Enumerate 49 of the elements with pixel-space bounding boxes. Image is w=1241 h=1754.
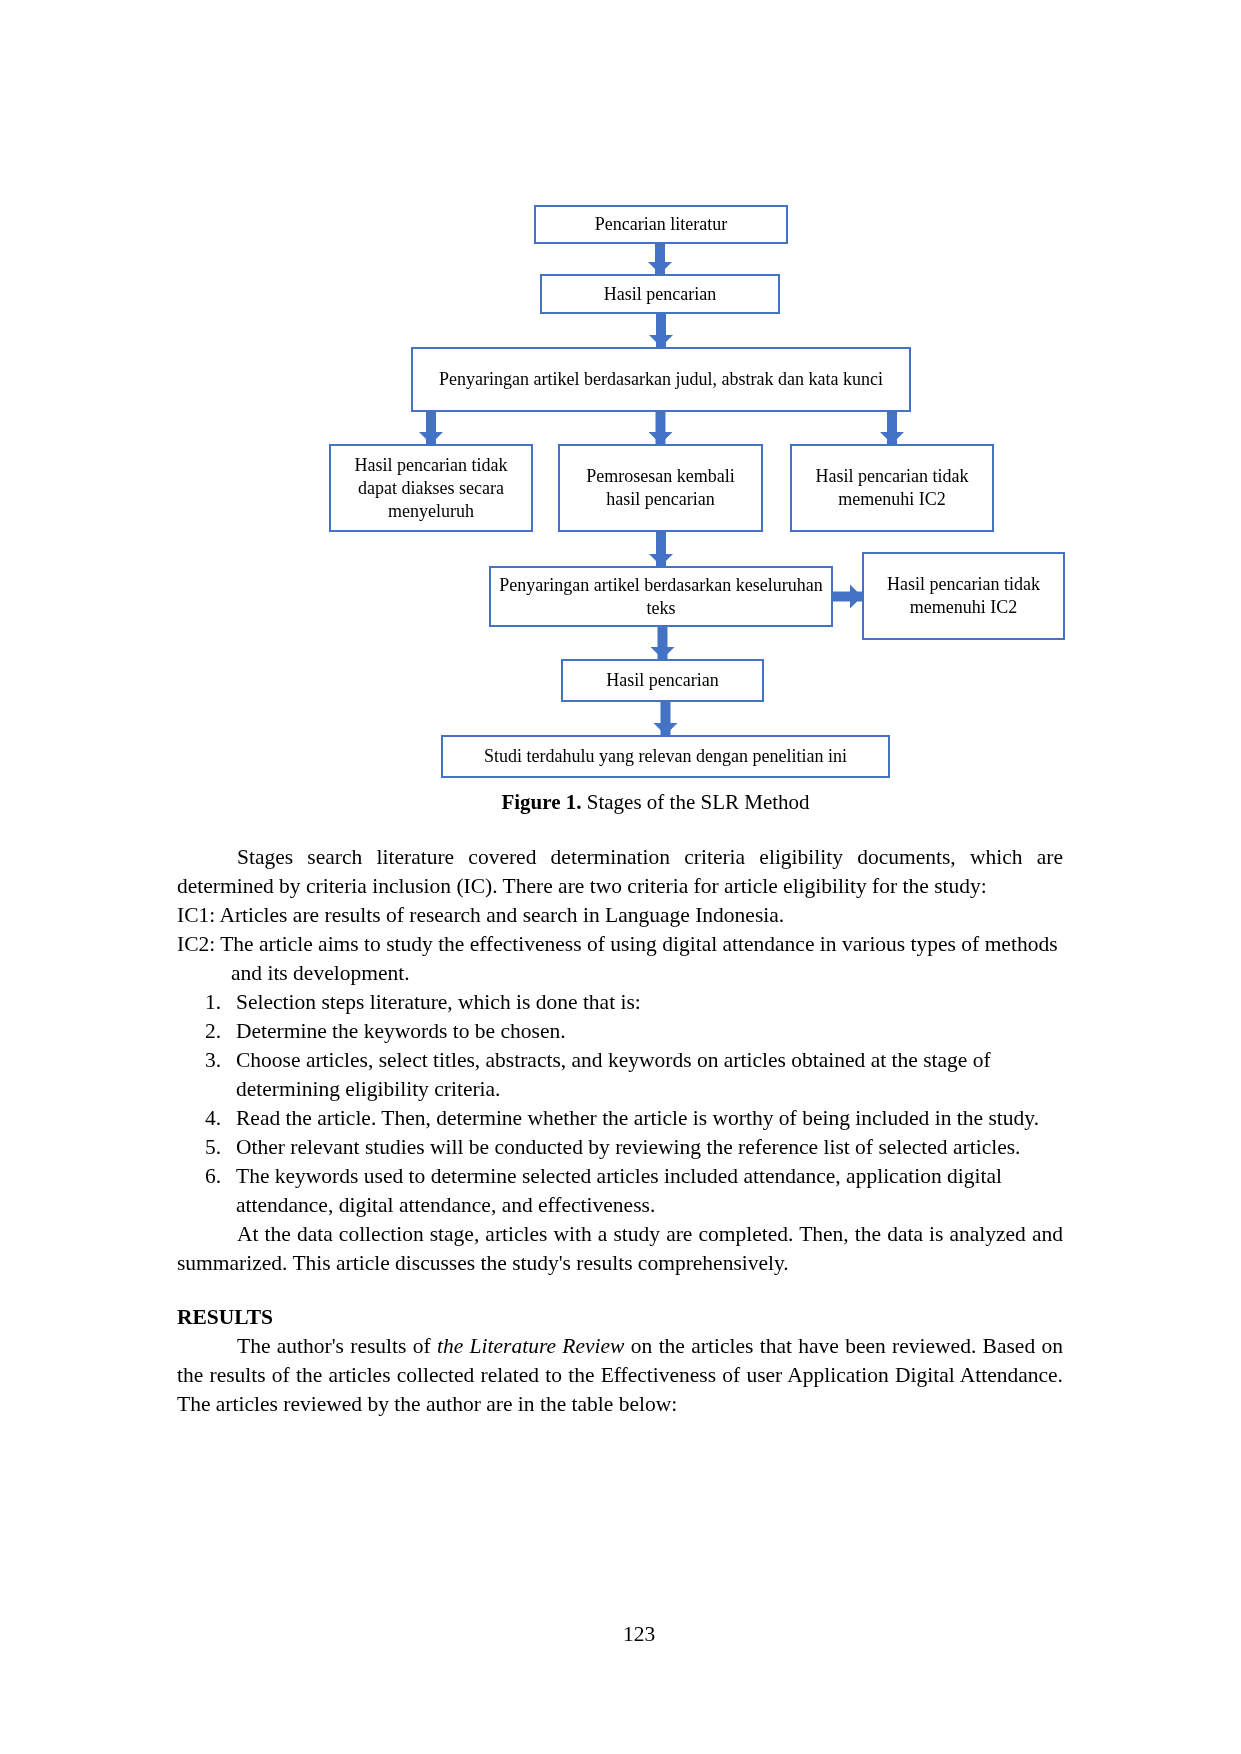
box-label: Hasil pencarian tidak memenuhi IC2 bbox=[814, 465, 970, 511]
list-item-text: Selection steps literature, which is done that is: bbox=[236, 989, 641, 1016]
list-item-text: The keywords used to determine selected articles included attendance, application digital attendance, digital attendance, and effectiveness. bbox=[236, 1163, 1003, 1219]
list-number: 3. bbox=[205, 1047, 223, 1074]
list-number: 4. bbox=[205, 1105, 223, 1132]
box-label: Pemrosesan kembali hasil pencarian bbox=[585, 465, 736, 511]
process-box bbox=[790, 444, 994, 532]
process-box bbox=[489, 566, 833, 627]
process-box bbox=[329, 444, 533, 532]
process-box bbox=[441, 735, 890, 778]
process-box bbox=[540, 274, 780, 314]
list-number: 5. bbox=[205, 1134, 223, 1161]
process-box bbox=[561, 659, 764, 702]
block-arrow bbox=[649, 314, 673, 347]
list-item-text: Choose articles, select titles, abstracts, and keywords on articles obtained at the stage of determining eligibility criteria. bbox=[236, 1047, 992, 1103]
list-item-text: Other relevant studies will be conducted by reviewing the reference list of selected articles. bbox=[236, 1134, 1021, 1161]
page-number: 123 bbox=[622, 1622, 656, 1646]
list-number: 1. bbox=[205, 989, 223, 1016]
criterion-text: IC2: The article aims to study the effectiveness of using digital attendance in various types of methods and its development. bbox=[177, 931, 1059, 987]
block-arrow bbox=[833, 584, 862, 609]
list-number: 2. bbox=[205, 1018, 223, 1045]
box-label: Hasil pencarian bbox=[603, 282, 717, 306]
list-item-text: Read the article. Then, determine whether the article is worthy of being included in the study. bbox=[236, 1105, 1039, 1132]
block-arrow bbox=[650, 627, 675, 659]
block-arrow bbox=[880, 412, 904, 444]
box-label: Hasil pencarian tidak memenuhi IC2 bbox=[886, 573, 1041, 619]
box-label: Penyaringan artikel berdasarkan judul, abstrak dan kata kunci bbox=[439, 368, 883, 391]
block-arrow bbox=[648, 412, 673, 444]
process-box bbox=[558, 444, 763, 532]
block-arrow bbox=[653, 702, 678, 735]
box-label: Hasil pencarian bbox=[606, 669, 719, 692]
paragraph: At the data collection stage, articles with a study are completed. Then, the data is analyzed and summarized. This article discusses the study's results comprehensively. bbox=[177, 1221, 1063, 1277]
process-box bbox=[534, 205, 788, 244]
process-box bbox=[862, 552, 1065, 640]
block-arrow bbox=[648, 244, 672, 274]
process-box bbox=[411, 347, 911, 412]
box-label: Studi terdahulu yang relevan dengan penelitian ini bbox=[484, 745, 847, 768]
criterion-text: IC1: Articles are results of research and search in Language Indonesia. bbox=[177, 902, 786, 929]
paragraph: The author's results of the Literature Review on the articles that have been reviewed. Based on the results of the articles collected related to the Effectiveness of user Application Digital Attendance. The articles reviewed by the author are in the table below: bbox=[177, 1333, 1063, 1418]
block-arrow bbox=[649, 532, 673, 566]
paragraph: Stages search literature covered determination criteria eligibility documents, which are determined by criteria inclusion (IC). There are two criteria for article eligibility for the study: bbox=[177, 844, 1063, 900]
box-label: Penyaringan artikel berdasarkan keseluruhan teks bbox=[499, 573, 823, 620]
box-label: Hasil pencarian tidak dapat diakses secara menyeluruh bbox=[353, 453, 509, 523]
section-heading: RESULTS bbox=[177, 1304, 274, 1331]
block-arrow bbox=[419, 412, 443, 444]
list-item-text: Determine the keywords to be chosen. bbox=[236, 1018, 566, 1045]
box-label: Pencarian literatur bbox=[594, 213, 728, 236]
list-number: 6. bbox=[205, 1163, 223, 1190]
figure-caption: Figure 1. Stages of the SLR Method bbox=[501, 790, 810, 814]
